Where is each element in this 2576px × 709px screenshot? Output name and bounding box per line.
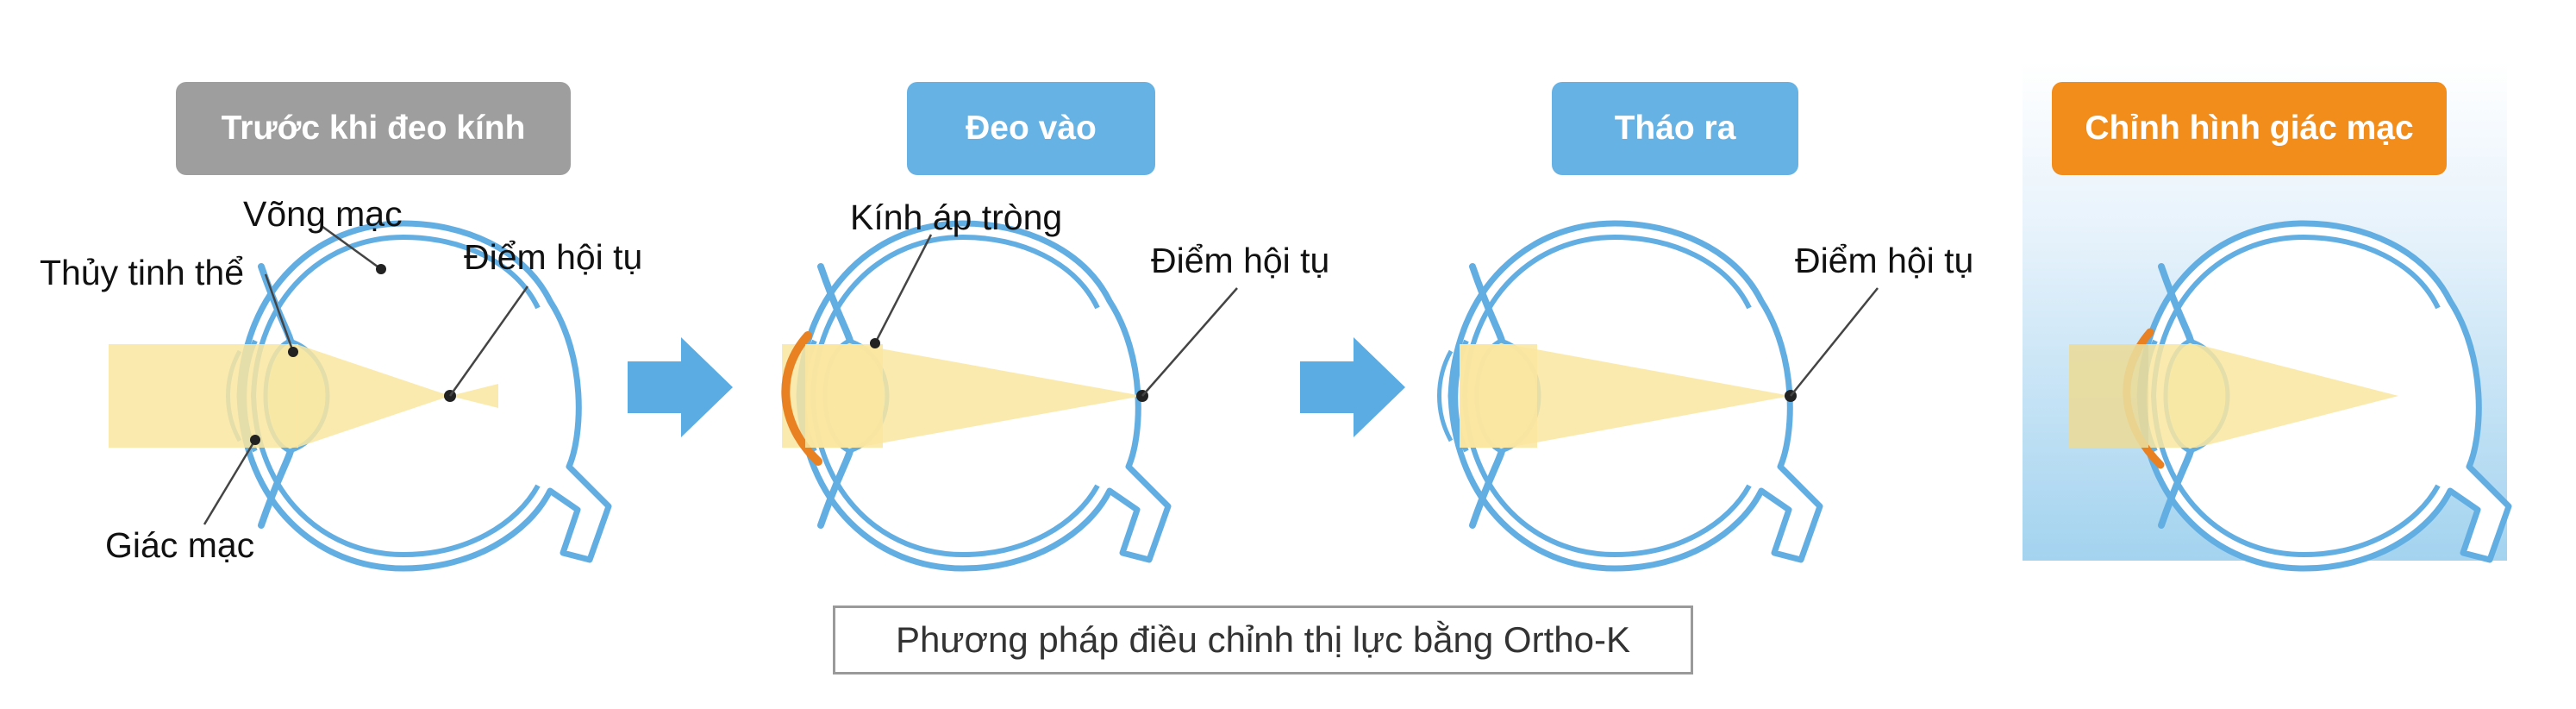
light-beam-removed — [1460, 344, 1537, 448]
stage-title-wearing: Đeo vào — [907, 82, 1155, 175]
leader-lines-before — [203, 224, 529, 525]
label-retina: Võng mạc — [243, 194, 403, 234]
diagram-caption: Phương pháp điều chỉnh thị lực bằng Orth… — [833, 605, 1693, 674]
arrow-2 — [1300, 337, 1405, 437]
marker-dots-before — [250, 264, 386, 445]
label-focal-point-removed: Điểm hội tụ — [1795, 241, 1974, 280]
leader-line-removed — [1790, 287, 1879, 397]
light-beam-ortho — [2069, 344, 2148, 448]
stage-title-removed: Tháo ra — [1552, 82, 1798, 175]
arrow-1 — [628, 337, 733, 437]
stage-title-ortho: Chỉnh hình giác mạc — [2052, 82, 2447, 175]
light-beam-wearing — [805, 344, 883, 448]
contact-lens-marker — [870, 338, 880, 348]
label-focal-point-wearing: Điểm hội tụ — [1151, 241, 1330, 280]
label-contact-lens: Kính áp tròng — [850, 198, 1063, 237]
label-cornea: Giác mạc — [105, 525, 255, 565]
label-focal-point-before: Điểm hội tụ — [464, 237, 643, 277]
stage-title-before: Trước khi đeo kính — [176, 82, 571, 175]
leader-lines-wearing — [873, 234, 1238, 397]
label-crystalline-lens: Thủy tinh thể — [40, 253, 245, 292]
eye-before — [109, 223, 609, 568]
eye-ortho — [2123, 223, 2509, 568]
